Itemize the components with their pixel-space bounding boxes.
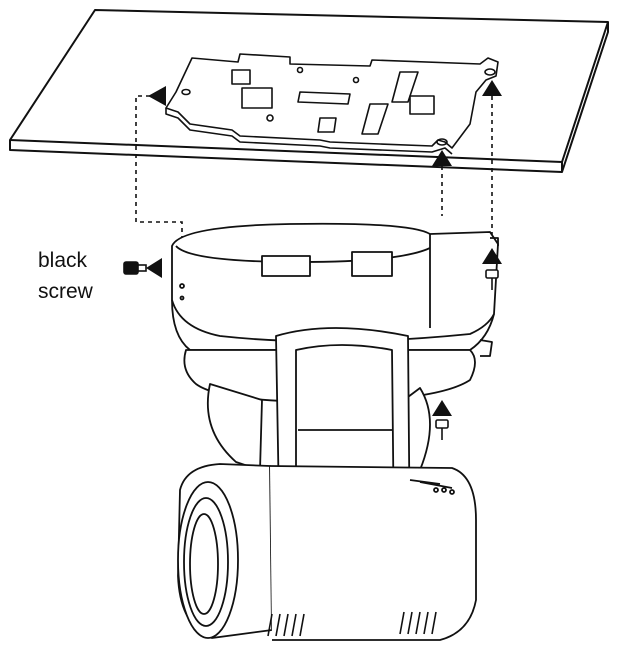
camera-body (171, 222, 499, 641)
mounting-plate (165, 53, 499, 155)
triangle-up-arrow-icon (146, 80, 502, 416)
screw-icon (123, 261, 499, 440)
black-screw-label-line1: black (38, 249, 88, 272)
alignment-guides (135, 95, 493, 242)
black-screw-label-line2: screw (38, 280, 93, 303)
